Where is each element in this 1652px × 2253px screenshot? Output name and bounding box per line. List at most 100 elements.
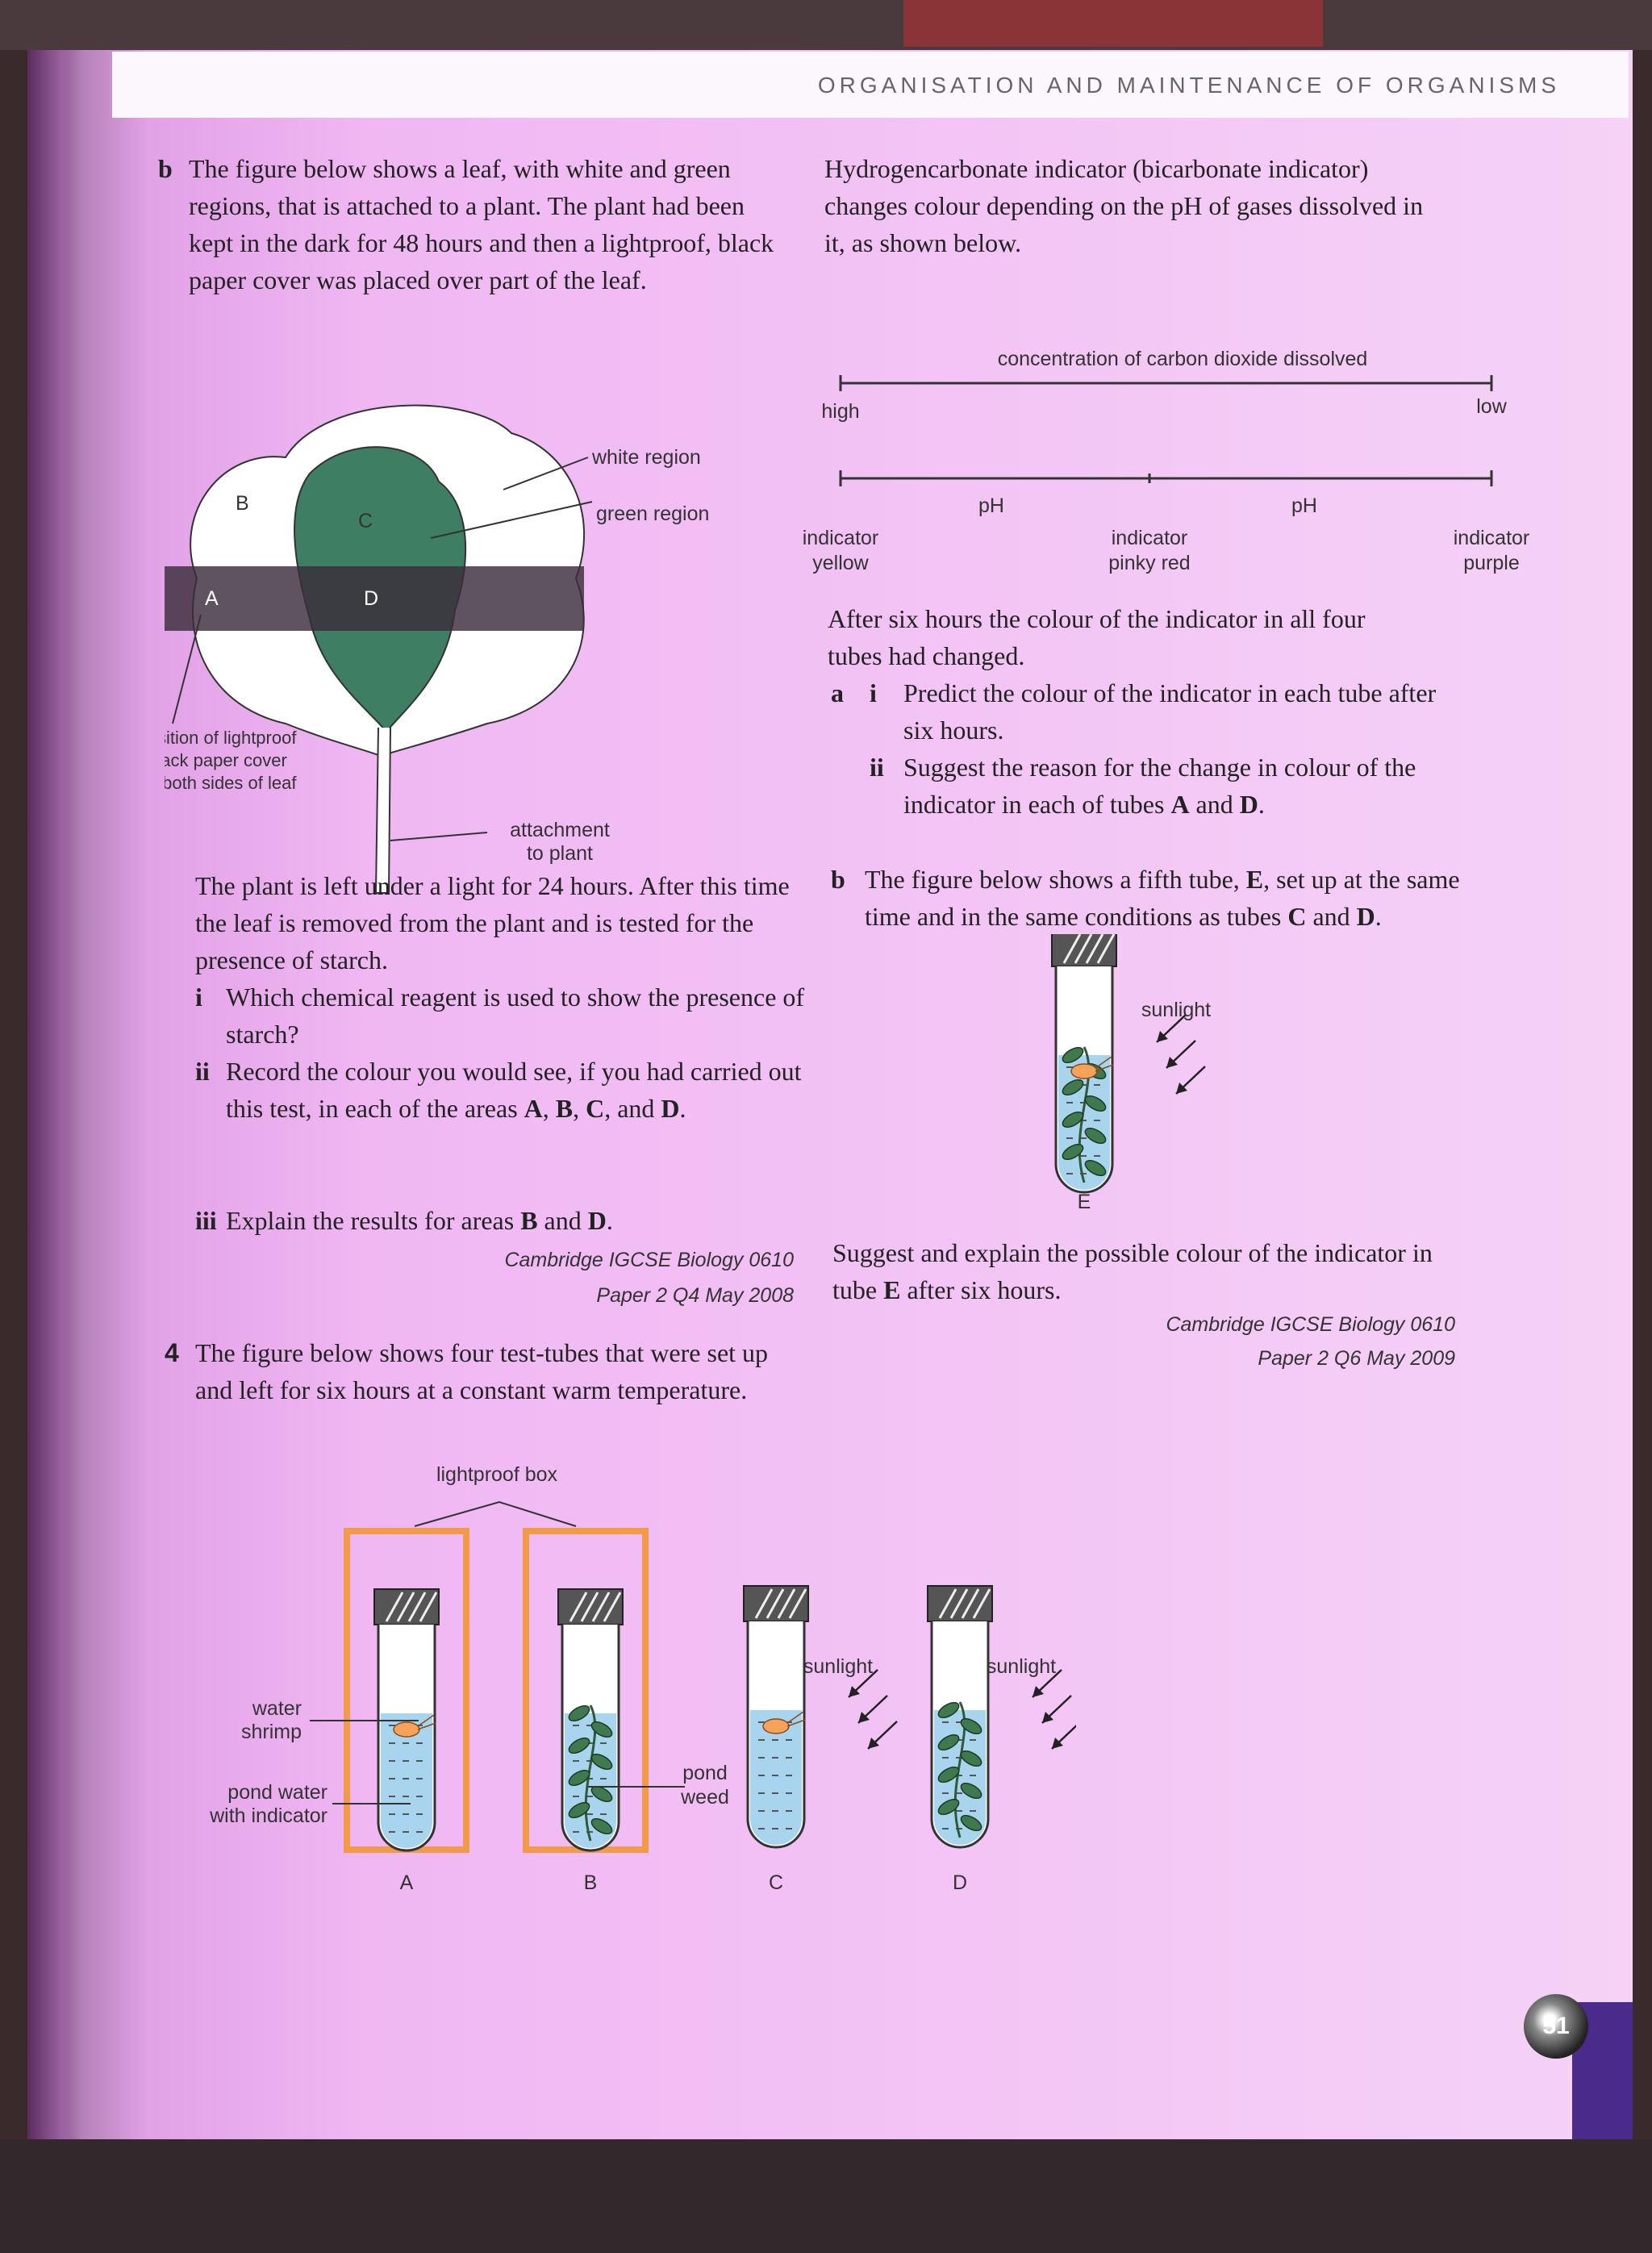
sunlight-arrow (1051, 1724, 1076, 1750)
tube-e-stopper (1051, 934, 1117, 967)
q4-aii-d: D (1239, 790, 1258, 819)
sunlight-arrow (1166, 1040, 1196, 1069)
background-bottom (0, 2139, 1652, 2253)
q4-a-letter: a (831, 678, 844, 707)
q3b-intro-text: The figure below shows a leaf, with whit… (189, 154, 774, 294)
q4-a-ii: ii Suggest the reason for the change in … (870, 749, 1452, 823)
q4-aii-text: Suggest the reason for the change in col… (903, 753, 1416, 819)
pond-water-label-1: pond water (227, 1781, 327, 1804)
running-header: ORGANISATION AND MAINTENANCE OF ORGANISM… (817, 73, 1560, 98)
q4-credit-2: Paper 2 Q6 May 2009 (1258, 1347, 1455, 1370)
leaf-stalk (374, 727, 391, 894)
tube-e-label: E (1078, 1191, 1091, 1213)
area-d-label: D (364, 587, 378, 610)
q4-b-e: E (1245, 865, 1264, 894)
q3b-ii-d: D (661, 1094, 680, 1123)
q4-a-i: a i Predict the colour of the indicator … (831, 674, 1452, 749)
q3b-i: i Which chemical reagent is used to show… (195, 978, 807, 1053)
q3b-ii-end: . (679, 1094, 686, 1123)
q3b-iii-text: Explain the results for areas (226, 1206, 521, 1235)
sunlight-arrow (1156, 1014, 1187, 1043)
q3b-ii-comma2: , (573, 1094, 586, 1123)
q3b-iii-b: B (520, 1206, 538, 1235)
q3b-iii-num: iii (195, 1206, 217, 1235)
white-region-label: white region (591, 446, 701, 469)
sunlight-arrow (857, 1695, 888, 1724)
q3b-credit-1: Cambridge IGCSE Biology 0610 (504, 1249, 794, 1271)
ph-14-line3: purple (1463, 552, 1520, 574)
attach-label-1: attachment (510, 819, 610, 841)
q3b-iii-and: and (537, 1206, 588, 1235)
tube-b-pond-weed (584, 1704, 597, 1842)
q4-ai-text: Predict the colour of the indicator in e… (903, 678, 1437, 745)
ph-7-line2: indicator (1112, 527, 1188, 549)
ph-1-num: 1 (835, 522, 846, 525)
ph-14-line2: indicator (1454, 527, 1530, 549)
four-tubes-figure: lightproof box water shrimp pond water w… (209, 1463, 1076, 1894)
q3b-credit-2: Paper 2 Q4 May 2008 (596, 1284, 794, 1307)
co2-label: concentration of carbon dioxide dissolve… (998, 348, 1368, 370)
pond-weed-label-2: weed (680, 1786, 729, 1809)
q4-ai-num: i (870, 678, 877, 707)
page-number: 51 (1524, 1994, 1588, 2059)
indicator-scale-values: 1 indicator yellow 7 indicator pinky red… (803, 522, 1530, 574)
q3b-i-text: Which chemical reagent is used to show t… (226, 983, 805, 1049)
lightproof-box-leader (414, 1500, 577, 1527)
q4-b-letter: b (831, 865, 845, 894)
cover-label-1: position of lightproof (165, 728, 297, 748)
water-shrimp-label-2: shrimp (241, 1721, 302, 1743)
area-a-label: A (205, 587, 219, 610)
tube-b (557, 1588, 624, 1852)
q3b-ii-num: ii (195, 1057, 210, 1086)
ph-1-line3: yellow (812, 552, 869, 574)
q3b-ii-b: B (555, 1094, 574, 1123)
header-strip: ORGANISATION AND MAINTENANCE OF ORGANISM… (112, 52, 1629, 118)
pond-water-label-2: with indicator (209, 1804, 327, 1827)
indicator-intro: Hydrogencarbonate indicator (bicarbonate… (824, 154, 1424, 257)
q3b-iii: iii Explain the results for areas B and … (195, 1202, 807, 1239)
sunlight-c-label: sunlight (803, 1655, 873, 1678)
area-b-label: B (236, 492, 249, 515)
tube-e-figure: sunlight E (1051, 934, 1211, 1213)
lightproof-cover (165, 566, 584, 631)
q4-aii-end: . (1258, 790, 1265, 819)
after-six-hours: After six hours the colour of the indica… (828, 604, 1366, 670)
sunlight-e-label: sunlight (1141, 999, 1211, 1021)
water-shrimp-label-1: water (252, 1697, 302, 1720)
q3b-text1: The plant is left under a light for 24 h… (195, 871, 790, 974)
sunlight-arrow (1032, 1669, 1062, 1698)
q4-b-text1: The figure below shows a fifth tube, (865, 865, 1246, 894)
green-region-leader (430, 501, 593, 539)
tube-e (1051, 934, 1206, 1194)
ph-label-right: pH (1291, 494, 1317, 517)
sunlight-arrow (1175, 1066, 1206, 1095)
ph-1-line2: indicator (803, 527, 879, 549)
cover-label-2: black paper cover (165, 750, 287, 770)
q4-aii-and: and (1189, 790, 1240, 819)
q3b-ii-comma: , (542, 1094, 549, 1123)
q4-b-c: C (1287, 902, 1307, 931)
q3b-ii-and: , and (604, 1094, 661, 1123)
q4-credit-1: Cambridge IGCSE Biology 0610 (1166, 1313, 1455, 1336)
q4-b: b The figure below shows a fifth tube, E… (831, 861, 1470, 935)
cover-leader (172, 614, 202, 724)
q4-aii-num: ii (870, 753, 884, 782)
tube-d-pond-weed (953, 1701, 966, 1838)
q3b-i-num: i (195, 983, 202, 1012)
suggest-text2: after six hours. (900, 1275, 1062, 1304)
q4-intro-text: The figure below shows four test-tubes t… (195, 1338, 769, 1404)
sunlight-d-label: sunlight (987, 1655, 1056, 1678)
green-region-label: green region (596, 503, 709, 525)
red-book-edge (903, 0, 1323, 47)
ph-7-num: 7 (1144, 522, 1155, 525)
attach-leader (390, 832, 488, 841)
q3b-letter: b (158, 154, 173, 183)
tube-c-label: C (769, 1871, 783, 1894)
tube-e-water-shrimp (1070, 1063, 1098, 1079)
tube-a (373, 1588, 440, 1852)
ph-7-line3: pinky red (1108, 552, 1190, 574)
suggest-e: E (883, 1275, 901, 1304)
tube-a-label: A (400, 1871, 414, 1894)
white-region-leader (503, 457, 589, 490)
sunlight-arrow (1041, 1695, 1072, 1724)
